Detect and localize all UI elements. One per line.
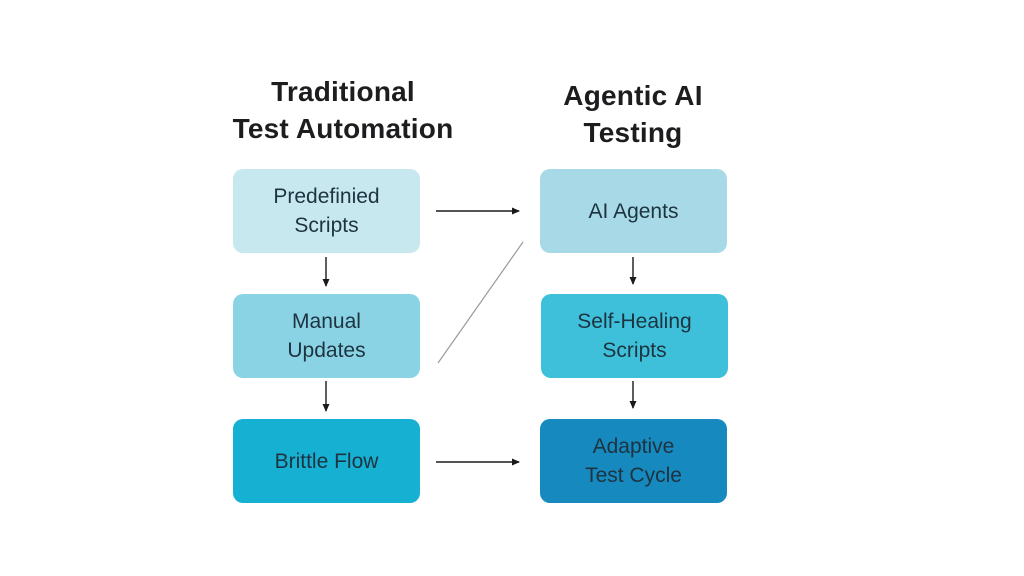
title-line: Testing [583,117,683,148]
node-label-line: Test Cycle [585,464,682,487]
node-label-line: Self-Healing [577,310,692,333]
node-adaptive-test-cycle: Adaptive Test Cycle [540,419,727,503]
title-line: Traditional [271,76,415,107]
node-label-line: Predefinied [273,185,380,208]
column-title-traditional: Traditional Test Automation [183,73,503,147]
node-label-line: Updates [287,339,366,362]
node-label-line: Scripts [602,339,667,362]
node-label-line: Brittle Flow [274,449,379,473]
node-manual-updates: Manual Updates [233,294,420,378]
column-title-agentic-ai: Agentic AI Testing [473,77,793,151]
node-label-line: Manual [292,310,361,333]
node-predefined-scripts: Predefinied Scripts [233,169,420,253]
node-label-line: Scripts [294,214,359,237]
node-ai-agents: AI Agents [540,169,727,253]
node-label-line: AI Agents [588,199,679,223]
title-line: Test Automation [232,113,454,144]
node-self-healing-scripts: Self-Healing Scripts [541,294,728,378]
node-label-line: Adaptive [592,435,675,458]
title-line: Agentic AI [563,80,703,111]
node-brittle-flow: Brittle Flow [233,419,420,503]
diagonal-line-manual-updates-to-ai-agents [437,241,524,364]
